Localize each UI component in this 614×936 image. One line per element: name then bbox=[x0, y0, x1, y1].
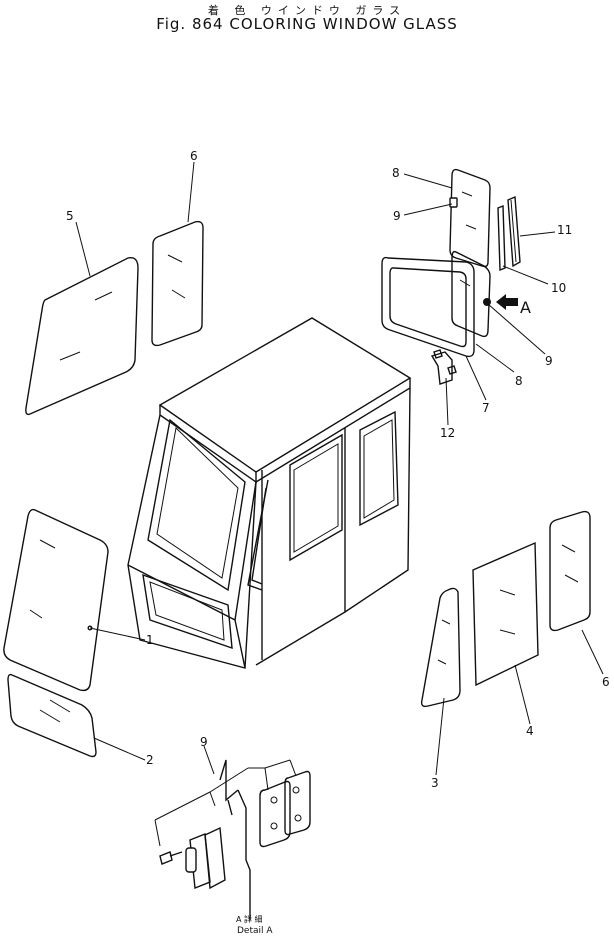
leader-lines bbox=[75, 161, 604, 776]
callout-9-detail: 9 bbox=[200, 735, 208, 749]
callout-5: 5 bbox=[66, 209, 74, 223]
figure-title: Fig. 864 COLORING WINDOW GLASS bbox=[156, 15, 458, 33]
sliding-window-assembly bbox=[381, 168, 521, 385]
callout-8-upper: 8 bbox=[392, 166, 400, 180]
callout-8-lower: 8 bbox=[515, 374, 523, 388]
callout-3: 3 bbox=[431, 776, 439, 790]
detail-label-japanese: A 詳 細 bbox=[236, 914, 263, 924]
callout-12: 12 bbox=[440, 426, 455, 440]
callout-11: 11 bbox=[557, 223, 572, 237]
glass-part-5 bbox=[25, 257, 139, 416]
callout-6-upper: 6 bbox=[190, 149, 198, 163]
callout-9-mid: 9 bbox=[545, 354, 553, 368]
glass-part-3 bbox=[420, 587, 461, 708]
callout-7: 7 bbox=[482, 401, 490, 415]
glass-part-1 bbox=[3, 508, 109, 692]
figure-title-japanese: 着 色 ウインドウ ガラス bbox=[207, 4, 407, 17]
glass-part-4 bbox=[472, 541, 539, 687]
detail-label: Detail A bbox=[237, 926, 273, 936]
callout-1: 1 bbox=[146, 633, 154, 647]
callout-10: 10 bbox=[551, 281, 566, 295]
glass-part-6-lower bbox=[549, 510, 591, 632]
glass-part-2 bbox=[7, 673, 97, 758]
view-marker-a: A bbox=[520, 298, 531, 317]
callout-6-lower: 6 bbox=[602, 675, 610, 689]
detail-a-drawing bbox=[154, 745, 311, 920]
callout-4: 4 bbox=[526, 724, 534, 738]
callout-9-upper: 9 bbox=[393, 209, 401, 223]
callout-labels: 5 6 8 9 11 10 A 9 8 7 12 1 2 3 4 6 9 A 詳… bbox=[66, 149, 610, 936]
glass-part-6-upper bbox=[151, 220, 204, 347]
cab-body bbox=[127, 317, 412, 669]
callout-2: 2 bbox=[146, 753, 154, 767]
